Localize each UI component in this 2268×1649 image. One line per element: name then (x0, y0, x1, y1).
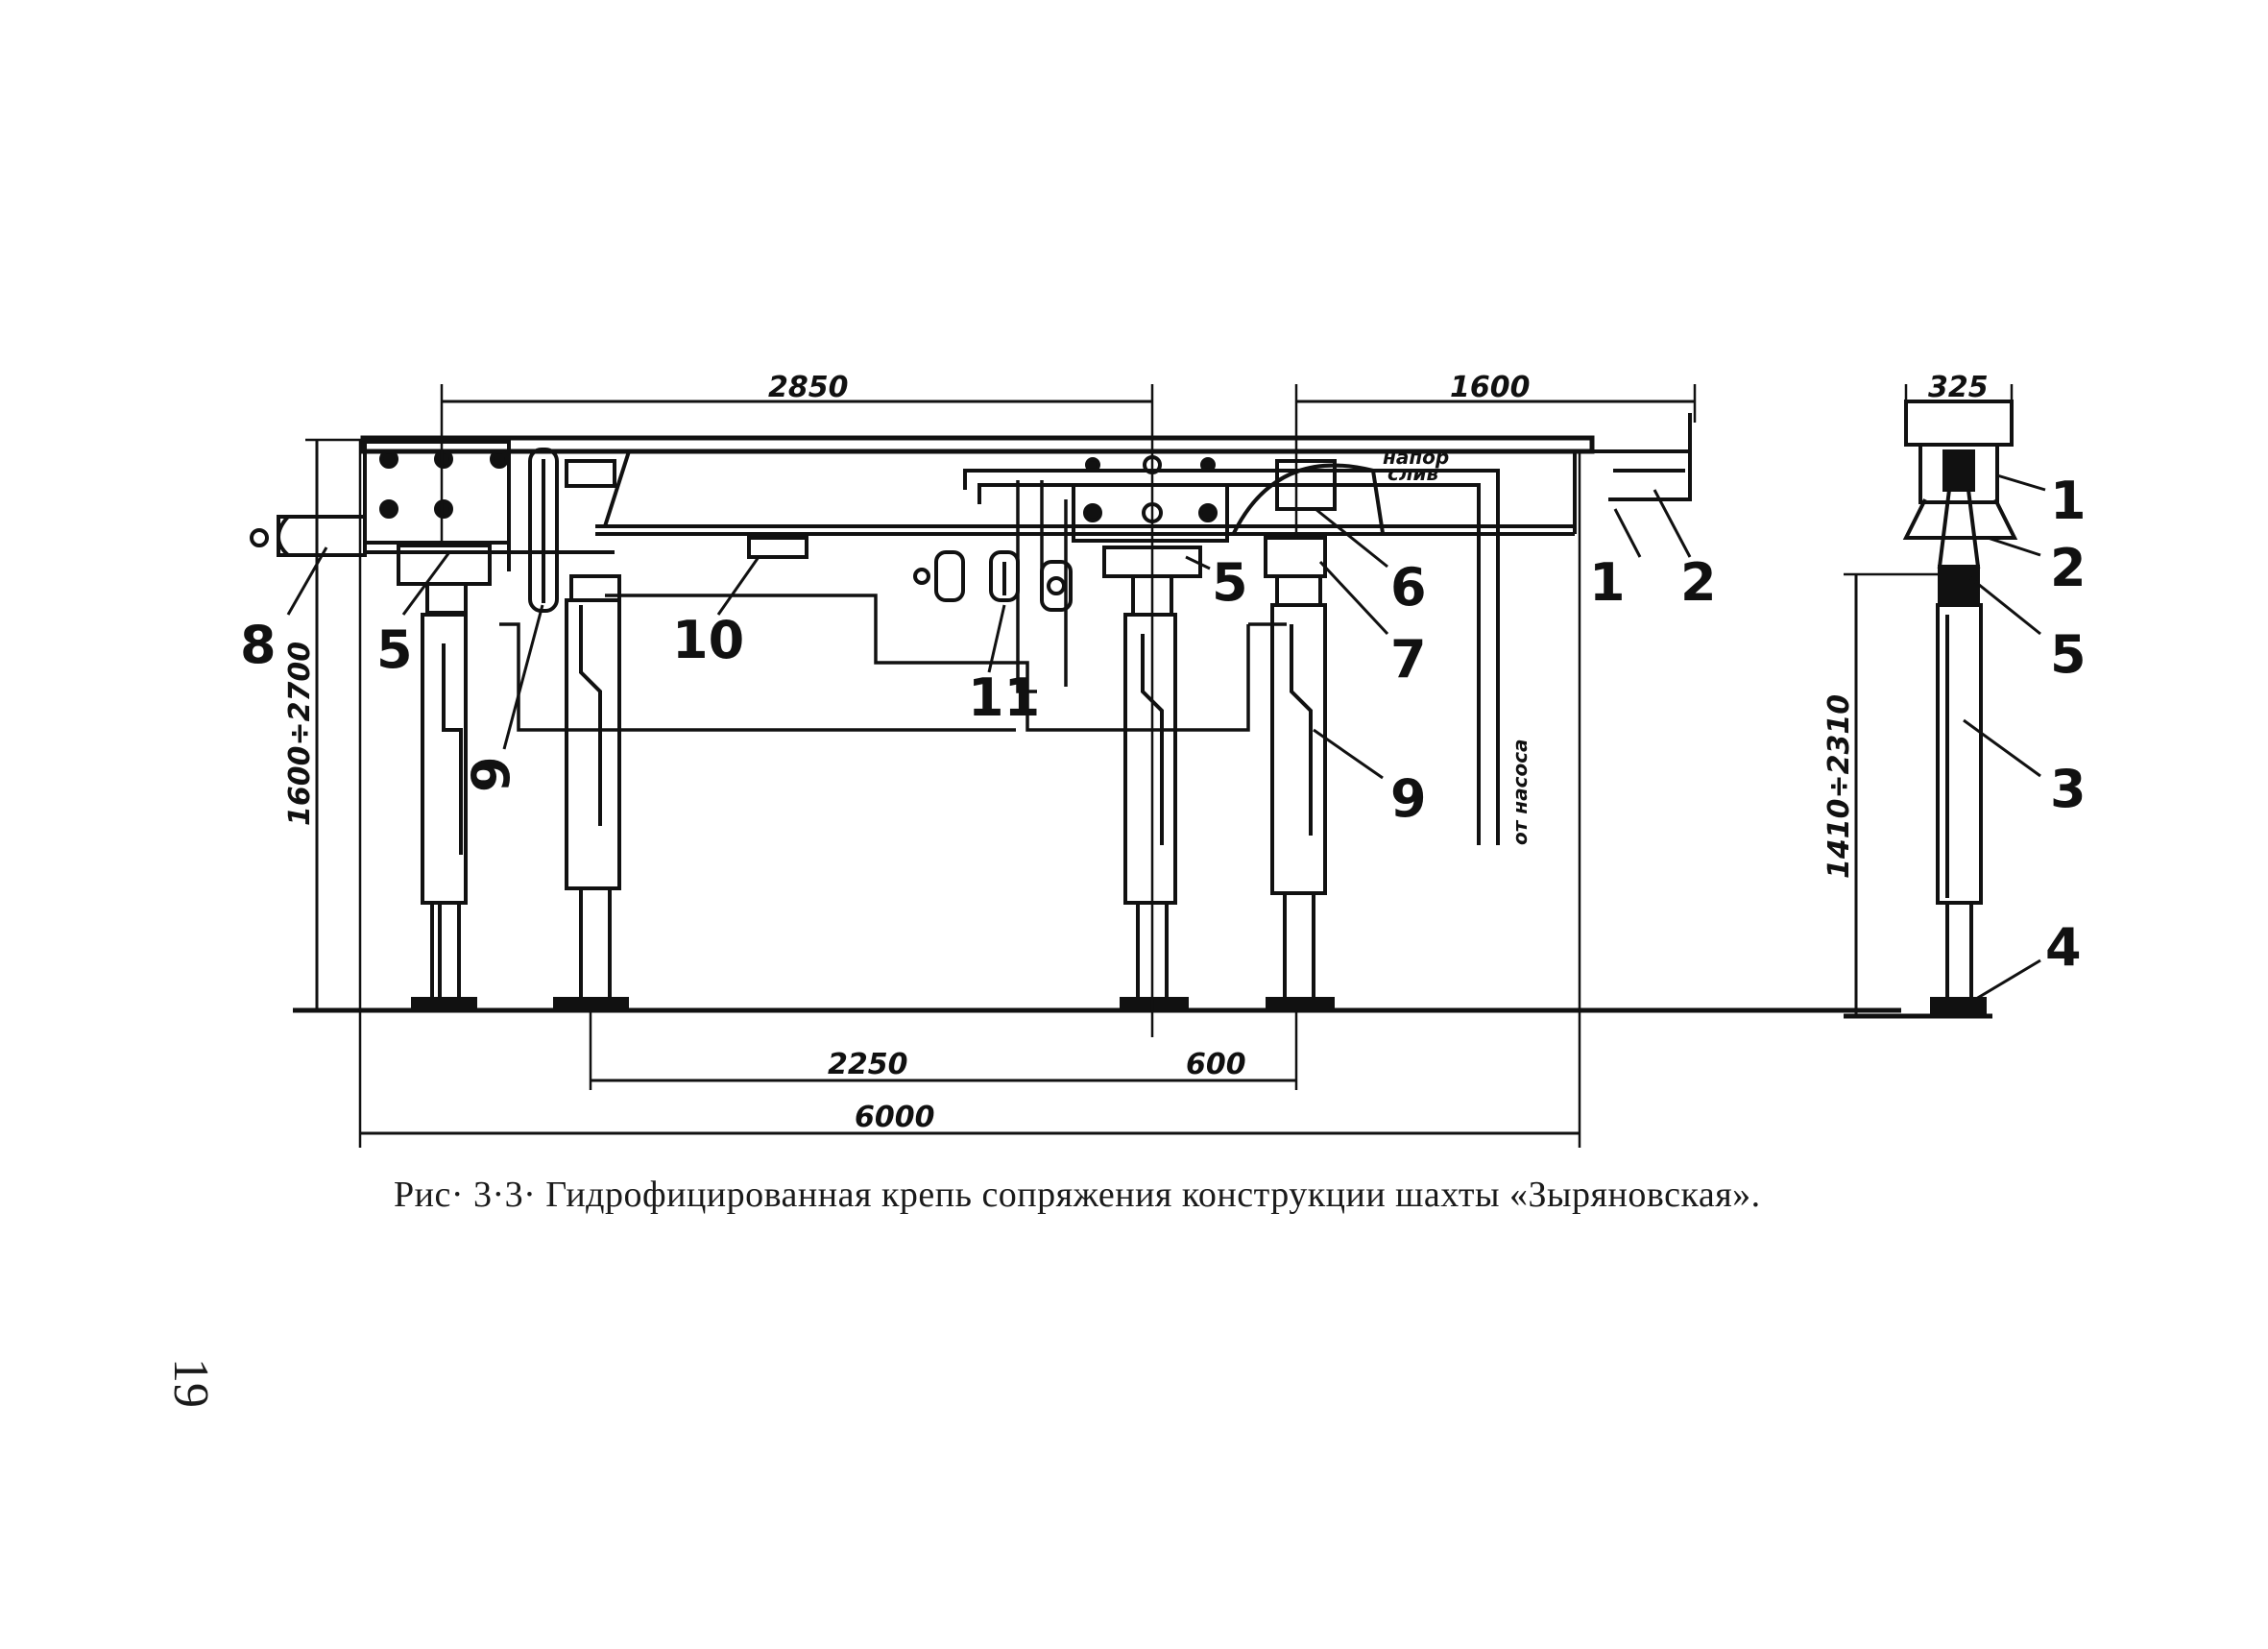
callout-7: 7 (1390, 629, 1427, 690)
valve-3 (1040, 560, 1073, 612)
callout-6: 6 (1390, 557, 1427, 618)
label-drain: слив (1387, 462, 1438, 485)
cantilever-bracket (250, 515, 615, 557)
hydraulic-leg-2 (553, 574, 629, 1012)
side-view (1902, 400, 2018, 1014)
callout-9-left: 9 (461, 756, 521, 792)
figure-caption: Рис· 3·3· Гидрофицированная крепь сопряж… (394, 1175, 1761, 1215)
dim-height-left: 1600÷2700 (283, 642, 317, 826)
hydraulic-leg-4 (1264, 536, 1335, 1012)
callout-5-left: 5 (376, 619, 413, 680)
callout-4-side: 4 (2045, 917, 2082, 978)
callout-10: 10 (672, 610, 744, 670)
page-number: 19 (163, 1358, 218, 1408)
manifold-pipes (499, 480, 1287, 732)
callout-8: 8 (240, 615, 277, 675)
control-box (747, 536, 808, 559)
supply-pipes (963, 469, 1500, 845)
valve-2 (989, 550, 1020, 602)
dim-2850: 2850 (768, 371, 849, 404)
left-head-block (363, 440, 511, 571)
dim-1600: 1600 (1450, 371, 1531, 404)
label-pressure: напор (1383, 446, 1449, 469)
callout-9-right: 9 (1390, 768, 1427, 829)
callout-1-side: 1 (2050, 471, 2087, 531)
callout-5-center: 5 (1212, 552, 1248, 613)
beam-insert (565, 459, 616, 488)
link-bar (528, 448, 559, 613)
callout-5-side: 5 (2050, 624, 2087, 685)
callout-2-side: 2 (2050, 538, 2087, 598)
callout-2-main: 2 (1680, 552, 1717, 613)
dim-2250: 2250 (828, 1048, 908, 1081)
callout-1-main: 1 (1589, 552, 1626, 613)
label-from-pump: от насоса (1508, 739, 1532, 845)
dim-325: 325 (1928, 371, 1989, 404)
dim-600: 600 (1186, 1048, 1246, 1081)
hydraulic-leg-1 (397, 544, 492, 1012)
leader-lines (286, 473, 2046, 1001)
callout-3-side: 3 (2050, 759, 2087, 819)
callout-11: 11 (968, 667, 1040, 728)
valve-1 (913, 550, 965, 602)
dim-height-side: 1410÷2310 (1822, 694, 1856, 879)
dim-6000: 6000 (855, 1101, 935, 1134)
beam-slope (576, 449, 632, 527)
canopy-extension (1575, 413, 1692, 501)
